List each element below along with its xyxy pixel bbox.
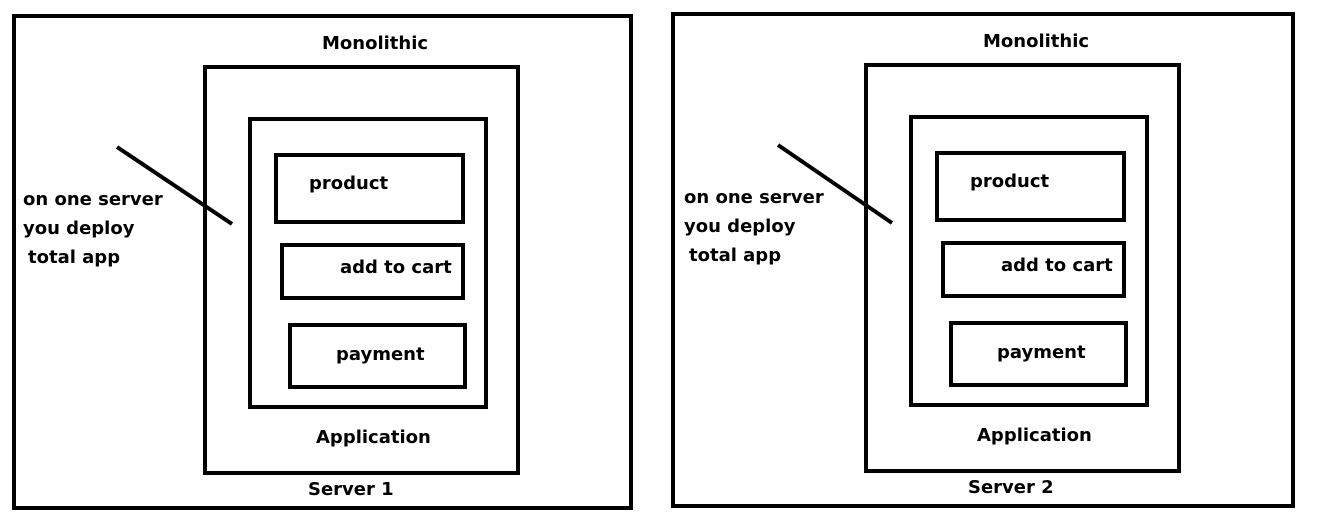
server-2-module-payment-label: payment bbox=[997, 342, 1086, 363]
server-1-note-line-2: you deploy bbox=[23, 218, 135, 239]
server-2-module-add-to-cart bbox=[941, 241, 1126, 298]
server-2-module-payment bbox=[949, 321, 1128, 387]
server-1-module-add-to-cart-label: add to cart bbox=[340, 257, 452, 278]
server-1-note: on one server you deploy total app bbox=[23, 185, 163, 272]
server-1-application-box bbox=[248, 117, 488, 409]
server-2-name-label: Server 2 bbox=[968, 477, 1054, 498]
server-2-monolithic-box bbox=[864, 63, 1181, 473]
server-1-module-add-to-cart bbox=[280, 243, 465, 300]
server-1-module-product bbox=[274, 153, 465, 224]
server-1-application-label: Application bbox=[316, 427, 431, 448]
server-2-note-line-3: total app bbox=[689, 245, 782, 266]
server-2-module-product-label: product bbox=[970, 171, 1050, 192]
server-1-name-label: Server 1 bbox=[308, 479, 394, 500]
server-1-monolithic-box bbox=[203, 65, 520, 475]
server-1-frame bbox=[12, 14, 633, 510]
server-2-monolithic-label: Monolithic bbox=[983, 31, 1090, 52]
server-1-module-product-label: product bbox=[309, 173, 389, 194]
server-1-module-payment-label: payment bbox=[336, 344, 425, 365]
server-2-note-line-2: you deploy bbox=[684, 216, 796, 237]
server-1-note-line-1: on one server bbox=[23, 189, 163, 210]
server-1-monolithic-label: Monolithic bbox=[322, 33, 429, 54]
server-2-module-add-to-cart-label: add to cart bbox=[1001, 255, 1113, 276]
server-2-application-box bbox=[909, 115, 1149, 407]
server-2-module-product bbox=[935, 151, 1126, 222]
server-2-application-label: Application bbox=[977, 425, 1092, 446]
server-2-note-line-1: on one server bbox=[684, 187, 824, 208]
server-2-frame bbox=[671, 12, 1295, 508]
server-1-note-line-3: total app bbox=[28, 247, 121, 268]
server-1-module-payment bbox=[288, 323, 467, 389]
server-2-note: on one server you deploy total app bbox=[684, 183, 824, 270]
